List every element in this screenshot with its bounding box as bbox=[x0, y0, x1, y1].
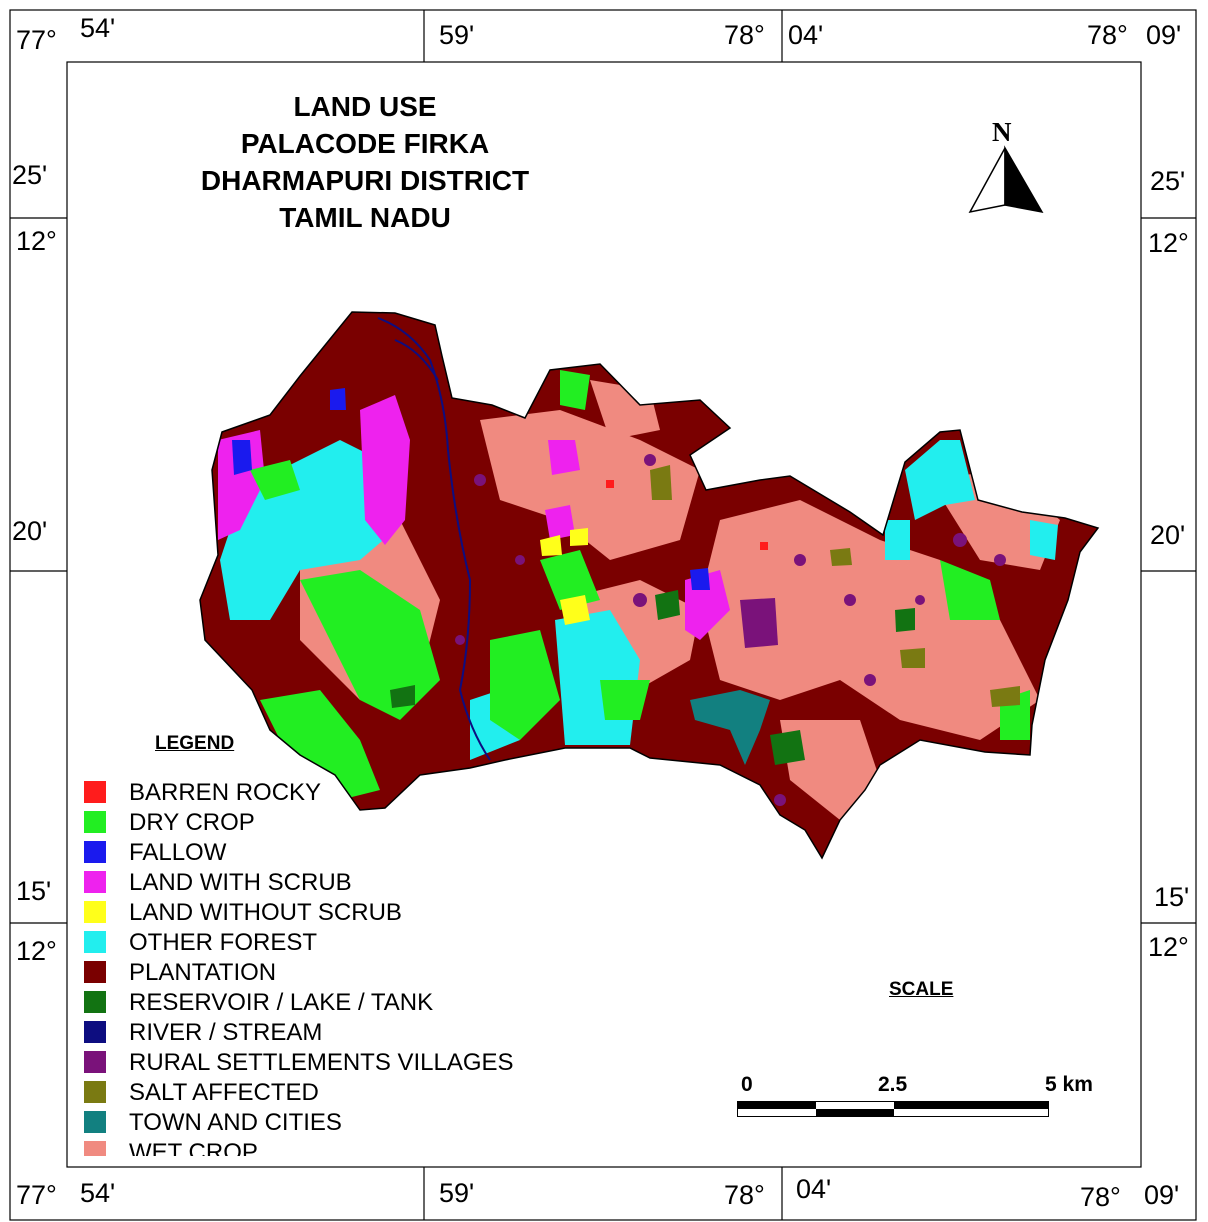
legend-item-dry-crop: DRY CROP bbox=[84, 808, 544, 838]
coord-bottom-mid-min: 59' bbox=[439, 1178, 475, 1208]
coord-top-left-min: 54' bbox=[80, 13, 116, 43]
scale-label-2-5: 2.5 bbox=[878, 1073, 908, 1096]
legend-item-fallow: FALLOW bbox=[84, 838, 544, 868]
coord-top-left-deg: 77° bbox=[16, 25, 57, 55]
legend-label: RIVER / STREAM bbox=[129, 1019, 323, 1046]
legend-item-town-and-cities: TOWN AND CITIES bbox=[84, 1108, 544, 1138]
legend-swatch bbox=[84, 961, 106, 983]
legend-label: TOWN AND CITIES bbox=[129, 1109, 342, 1136]
firka-boundary bbox=[199, 311, 1100, 860]
legend-item-reservoir: RESERVOIR / LAKE / TANK bbox=[84, 988, 544, 1018]
legend-swatch bbox=[84, 931, 106, 953]
legend-item-land-without-scrub: LAND WITHOUT SCRUB bbox=[84, 898, 544, 928]
scale-label-0: 0 bbox=[741, 1073, 753, 1096]
legend-label: LAND WITHOUT SCRUB bbox=[129, 899, 402, 926]
scale-label-5-km: 5 km bbox=[1045, 1073, 1093, 1096]
legend-item-land-with-scrub: LAND WITH SCRUB bbox=[84, 868, 544, 898]
coord-left-15-min: 15' bbox=[16, 876, 52, 906]
coord-top-04-min: 04' bbox=[788, 20, 824, 50]
legend-item-river-stream: RIVER / STREAM bbox=[84, 1018, 544, 1048]
coord-right-25-min: 25' bbox=[1150, 166, 1186, 196]
coord-right-20-min: 20' bbox=[1150, 520, 1186, 550]
coord-bottom-04-min: 04' bbox=[796, 1174, 832, 1204]
legend-item-plantation: PLANTATION bbox=[84, 958, 544, 988]
legend-label: FALLOW bbox=[129, 839, 227, 866]
legend-swatch bbox=[84, 1111, 106, 1133]
coord-right-12-deg-top: 12° bbox=[1148, 228, 1189, 258]
north-arrow bbox=[968, 145, 1044, 214]
coord-top-mid-min: 59' bbox=[439, 20, 475, 50]
legend-swatch bbox=[84, 1051, 106, 1073]
legend-swatch bbox=[84, 781, 106, 803]
scale-bar-segment bbox=[816, 1109, 894, 1116]
map-title: LAND USE PALACODE FIRKA DHARMAPURI DISTR… bbox=[160, 88, 570, 236]
legend-label: OTHER FOREST bbox=[129, 929, 318, 956]
coord-bottom-right-min: 09' bbox=[1144, 1180, 1180, 1210]
legend-label: BARREN ROCKY bbox=[129, 779, 322, 806]
legend-label: DRY CROP bbox=[129, 809, 255, 836]
legend-item-other-forest: OTHER FOREST bbox=[84, 928, 544, 958]
coord-bottom-right-deg: 78° bbox=[1080, 1182, 1121, 1212]
scale-bar-segment bbox=[738, 1102, 816, 1109]
legend-label: RESERVOIR / LAKE / TANK bbox=[129, 989, 434, 1016]
coord-right-15-min: 15' bbox=[1154, 882, 1190, 912]
legend-item-wet-crop: WET CROP bbox=[84, 1138, 544, 1156]
scale-bar bbox=[737, 1101, 1049, 1117]
legend-label: RURAL SETTLEMENTS VILLAGES bbox=[129, 1049, 514, 1076]
legend-item-salt-affected: SALT AFFECTED bbox=[84, 1078, 544, 1108]
coord-top-right-min: 09' bbox=[1146, 20, 1182, 50]
coord-bottom-left-min: 54' bbox=[80, 1178, 116, 1208]
graticule-frame bbox=[9, 9, 1197, 1221]
scale-title: SCALE bbox=[889, 979, 954, 1000]
coord-right-12-deg-bottom: 12° bbox=[1148, 932, 1189, 962]
legend-title: LEGEND bbox=[155, 733, 235, 754]
coord-top-right-deg: 78° bbox=[1087, 20, 1128, 50]
legend-item-barren-rocky: BARREN ROCKY bbox=[84, 778, 544, 808]
legend-label: WET CROP bbox=[129, 1139, 258, 1156]
legend: BARREN ROCKY DRY CROP FALLOW LAND WITH S… bbox=[84, 778, 544, 1156]
coord-left-12-deg-bottom: 12° bbox=[16, 936, 57, 966]
legend-swatch bbox=[84, 901, 106, 923]
legend-swatch bbox=[84, 991, 106, 1013]
legend-swatch bbox=[84, 871, 106, 893]
coord-left-12-deg-top: 12° bbox=[16, 226, 57, 256]
coord-top-78-deg: 78° bbox=[724, 20, 765, 50]
coord-bottom-78-deg: 78° bbox=[724, 1180, 765, 1210]
coord-left-20-min: 20' bbox=[12, 516, 48, 546]
river-stream bbox=[377, 317, 491, 761]
coord-left-25-min: 25' bbox=[12, 160, 48, 190]
map-title-line-4: TAMIL NADU bbox=[279, 202, 451, 233]
legend-label: LAND WITH SCRUB bbox=[129, 869, 352, 896]
map-title-line-1: LAND USE bbox=[293, 91, 437, 122]
coord-bottom-left-deg: 77° bbox=[16, 1180, 57, 1210]
legend-item-rural-settlements: RURAL SETTLEMENTS VILLAGES bbox=[84, 1048, 544, 1078]
north-label: N bbox=[992, 117, 1012, 147]
legend-label: PLANTATION bbox=[129, 959, 277, 986]
legend-swatch bbox=[84, 1021, 106, 1043]
legend-swatch bbox=[84, 1141, 106, 1156]
legend-swatch bbox=[84, 841, 106, 863]
legend-label: SALT AFFECTED bbox=[129, 1079, 319, 1106]
map-title-line-2: PALACODE FIRKA bbox=[240, 128, 490, 159]
legend-swatch bbox=[84, 811, 106, 833]
scale-bar-segment bbox=[894, 1102, 1049, 1109]
map-title-line-3: DHARMAPURI DISTRICT bbox=[200, 165, 530, 196]
legend-swatch bbox=[84, 1081, 106, 1103]
